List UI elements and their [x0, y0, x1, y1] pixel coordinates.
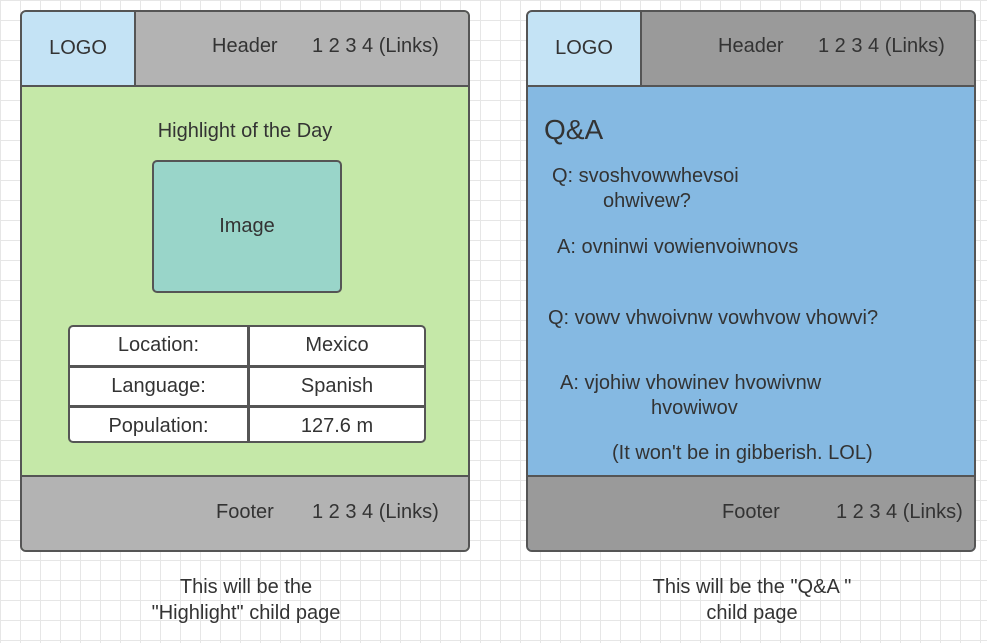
qa-header: LOGO Header 1 2 3 4 (Links)	[528, 12, 974, 87]
info-key: Location:	[117, 333, 200, 356]
highlight-footer-label: Footer	[216, 501, 274, 523]
qa-logo: LOGO	[528, 12, 642, 85]
qa-title: Q&A	[544, 114, 604, 145]
qa-question-1-cont: ohwivew?	[603, 190, 691, 212]
highlight-info-table: Location: Mexico Language: Spanish Popul…	[68, 325, 426, 443]
highlight-page-wireframe: LOGO Header 1 2 3 4 (Links) Highlight of…	[20, 10, 470, 552]
qa-caption-line2: child page	[706, 602, 798, 624]
highlight-logo: LOGO	[22, 12, 136, 85]
qa-footer-links: 1 2 3 4 (Links)	[836, 501, 963, 523]
highlight-caption: This will be the "Highlight" child page	[96, 574, 396, 626]
table-row: Location: Mexico	[70, 327, 424, 363]
highlight-image-placeholder: Image	[152, 160, 342, 293]
info-key: Language:	[111, 374, 206, 397]
highlight-header: LOGO Header 1 2 3 4 (Links)	[22, 12, 468, 87]
highlight-header-links: 1 2 3 4 (Links)	[312, 35, 439, 57]
qa-caption-line1: This will be the "Q&A "	[652, 576, 852, 598]
qa-footer-label: Footer	[722, 501, 780, 523]
highlight-footer-links: 1 2 3 4 (Links)	[312, 501, 439, 523]
qa-header-links: 1 2 3 4 (Links)	[818, 35, 945, 57]
info-value: Spanish	[300, 374, 374, 397]
qa-question-1: Q: svoshvowwhevsoi	[552, 165, 739, 187]
qa-note: (It won't be in gibberish. LOL)	[612, 442, 873, 464]
qa-footer: Footer 1 2 3 4 (Links)	[528, 475, 974, 550]
image-label: Image	[219, 215, 275, 237]
qa-answer-2-cont: hvowiwov	[651, 397, 738, 419]
table-row: Language: Spanish	[70, 365, 424, 404]
qa-caption: This will be the "Q&A " child page	[602, 574, 902, 626]
info-key: Population:	[108, 414, 209, 437]
qa-answer-1: A: ovninwi vowienvoiwnovs	[557, 236, 799, 258]
info-value: 127.6 m	[300, 414, 374, 437]
highlight-header-label: Header	[212, 35, 278, 57]
highlight-caption-line2: "Highlight" child page	[151, 602, 341, 624]
table-row: Population: 127.6 m	[70, 405, 424, 441]
qa-header-label: Header	[718, 35, 784, 57]
qa-question-2: Q: vowv vhwoivnw vowhvow vhowvi?	[548, 307, 879, 329]
info-value: Mexico	[305, 333, 369, 356]
qa-page-wireframe: LOGO Header 1 2 3 4 (Links) Q&A Q: svosh…	[526, 10, 976, 552]
info-table-divider	[247, 327, 250, 441]
qa-answer-2: A: vjohiw vhowinev hvowivnw	[560, 372, 822, 394]
highlight-caption-line1: This will be the	[179, 576, 313, 598]
highlight-footer: Footer 1 2 3 4 (Links)	[22, 475, 468, 550]
highlight-title: Highlight of the Day	[157, 120, 333, 142]
